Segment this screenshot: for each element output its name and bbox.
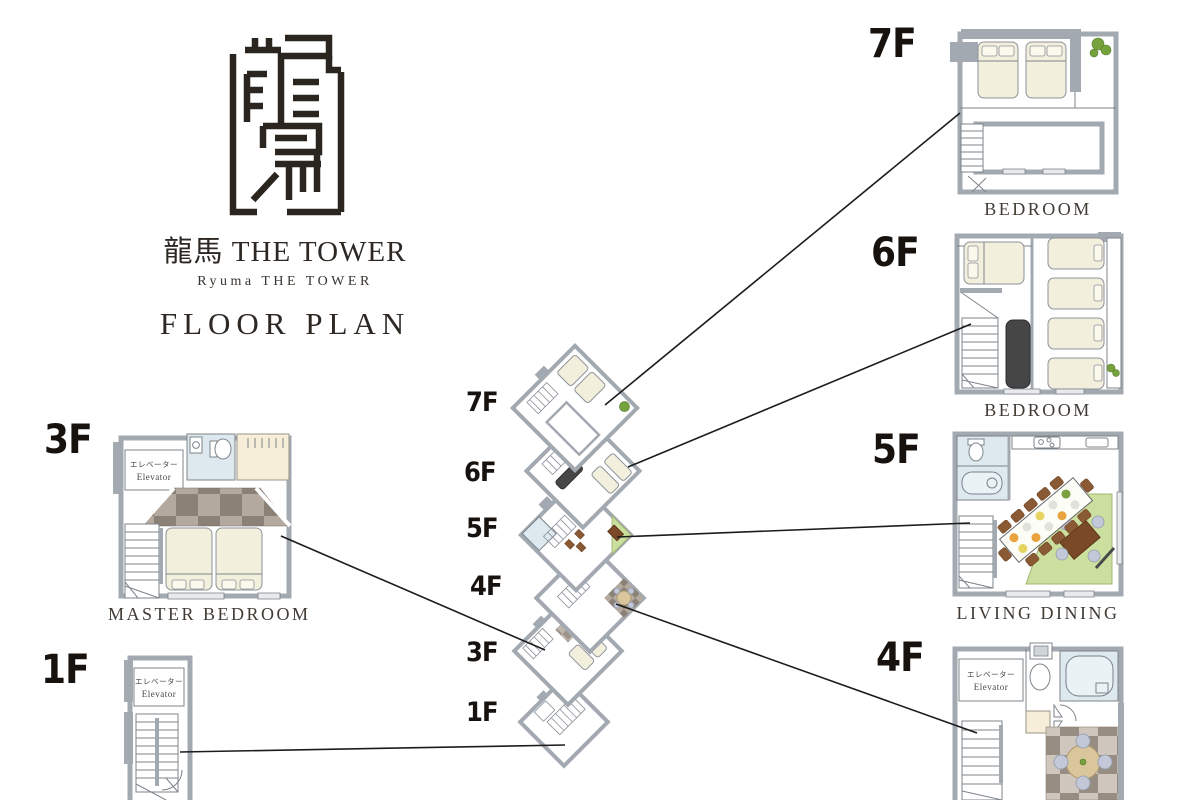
plan-1f-drawing: エレベーター Elevator (124, 655, 193, 800)
stack-label-5f: 5F (466, 513, 499, 544)
plan-7f-label: 7F (868, 21, 917, 67)
checker-dining (1045, 726, 1119, 800)
bathroom (956, 435, 1011, 501)
plan-4f-label: 4F (876, 635, 925, 681)
bathtub-icon (1065, 655, 1114, 697)
elevator-room: エレベーター Elevator (124, 449, 184, 491)
stove-icon (1033, 436, 1061, 449)
elevator-label-jp: エレベーター (135, 677, 183, 686)
stack-label-3f: 3F (466, 637, 499, 668)
plan-5f-caption: LIVING DINING (956, 603, 1120, 623)
bathtub-icon (961, 471, 1003, 495)
stairs-icon (135, 713, 179, 800)
elevator-label-jp: エレベーター (130, 460, 178, 469)
stairs-icon (960, 123, 987, 193)
bed-icon (1025, 41, 1067, 99)
plant-icon (1089, 37, 1112, 58)
page-title: 龍馬 THE TOWER (163, 236, 407, 268)
elevator-room: エレベーター Elevator (133, 667, 185, 707)
elevator-label-en: Elevator (142, 689, 177, 699)
plan-3f-caption: MASTER BEDROOM (108, 604, 311, 624)
sofa-icon (1005, 319, 1031, 389)
plan-5f-label: 5F (872, 427, 921, 473)
basin-icon (1029, 663, 1051, 691)
elevator-label-en: Elevator (137, 472, 172, 482)
plan-6f-label: 6F (871, 230, 920, 276)
door-arc-icon (161, 769, 183, 791)
elevator-label-en: Elevator (974, 682, 1009, 692)
bed-icon (165, 527, 213, 591)
plan-7f-caption: BEDROOM (984, 199, 1092, 219)
plan-4f-drawing: エレベーター Elevator (952, 642, 1124, 800)
stack-label-7f: 7F (466, 387, 499, 418)
closet (236, 433, 290, 481)
plan-6f-caption: BEDROOM (984, 400, 1092, 420)
plant-icon (1106, 363, 1120, 377)
plan-7f-drawing (950, 29, 1119, 195)
bathroom (1059, 650, 1119, 722)
plan-3f-drawing: エレベーター Elevator (113, 433, 292, 600)
page-subtitle: Ryuma THE TOWER (197, 274, 373, 289)
plan-1f-label: 1F (41, 647, 90, 693)
toilet-icon (967, 438, 985, 462)
stairs-icon (124, 523, 163, 599)
stack-label-1f: 1F (466, 697, 499, 728)
kitchen-counter (1011, 435, 1119, 450)
wall-block (950, 42, 978, 62)
plan-5f-drawing (952, 431, 1124, 598)
dining-table (997, 476, 1094, 567)
stack-floor-1f (517, 675, 611, 769)
bed-icon (1047, 237, 1105, 390)
checker-floor (138, 486, 292, 528)
stack-label-6f: 6F (464, 457, 497, 488)
stairs-icon (958, 515, 997, 589)
bed-icon (215, 527, 263, 591)
bed-icon (963, 241, 1025, 285)
balcony-room (973, 121, 1105, 175)
bed-icon (977, 41, 1019, 99)
balcony-strip (1106, 237, 1122, 389)
toilet-icon (209, 438, 232, 460)
elevator-label-jp: エレベーター (967, 670, 1015, 679)
floor-plan-heading: FLOOR PLAN (159, 306, 411, 341)
plan-6f-drawing (954, 232, 1124, 395)
bathroom (186, 433, 236, 481)
sink-icon (1085, 437, 1109, 448)
elevator-room: エレベーター Elevator (958, 658, 1024, 702)
stairs-icon (961, 720, 1003, 800)
brand-block: 龍馬 THE TOWER Ryuma THE TOWER FLOOR PLAN (90, 30, 480, 342)
door-arc-icon (1059, 704, 1077, 722)
plan-3f-label: 3F (44, 417, 93, 463)
ryuma-seal-logo (229, 34, 345, 216)
stack-label-4f: 4F (470, 571, 503, 602)
